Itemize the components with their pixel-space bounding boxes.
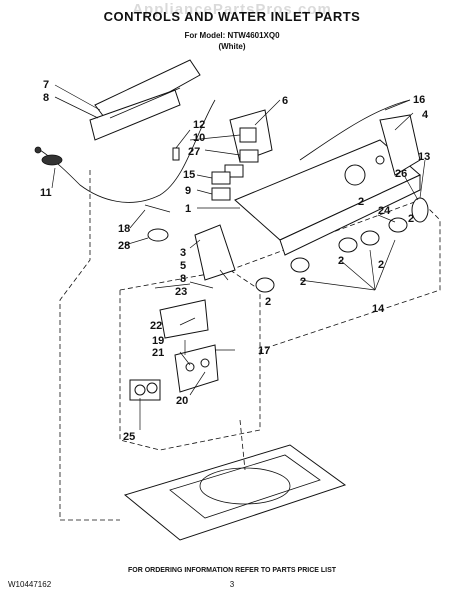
callout-26: 26: [395, 168, 407, 180]
callout-2-c: 2: [338, 255, 344, 267]
endcap-part: [194, 224, 236, 281]
callout-21: 21: [152, 347, 164, 359]
harness-clip-part: [144, 204, 171, 213]
callout-8: 8: [43, 92, 49, 104]
console-front: [279, 174, 421, 256]
watermark: AppliancePartsPros.com: [132, 1, 332, 18]
callout-14: 14: [372, 303, 385, 315]
wire-harness-part: [299, 99, 411, 161]
switch-part: [239, 149, 259, 163]
callout-2-d: 2: [378, 259, 384, 271]
callout-11: 11: [40, 187, 52, 199]
frame-dashed-outline: [59, 170, 120, 521]
valve-body-part: [174, 344, 219, 393]
callout-9: 9: [185, 185, 191, 197]
callout-8-b: 8: [180, 273, 186, 285]
valve-bracket-part: [159, 299, 209, 339]
color-line: (White): [218, 42, 246, 51]
callout-27: 27: [188, 146, 200, 158]
diagram-title: CONTROLS AND WATER INLET PARTS: [103, 9, 361, 24]
callout-2-a: 2: [358, 196, 364, 208]
callout-1: 1: [185, 203, 191, 215]
callout-17: 17: [258, 345, 270, 357]
page-number: 3: [229, 580, 235, 589]
callout-18: 18: [118, 223, 130, 235]
callout-3: 3: [180, 247, 186, 259]
selector-switch-part: [211, 171, 231, 185]
lid-switch-part: [211, 187, 231, 201]
knob-2-d: [360, 230, 380, 246]
knob-2-c: [338, 237, 358, 253]
console-endcap-part: [379, 114, 421, 176]
callout-22: 22: [150, 320, 162, 332]
callout-2-b: 2: [408, 213, 414, 225]
callout-10: 10: [193, 132, 205, 144]
screw-part: [172, 147, 180, 161]
rear-panel-flap: [89, 89, 181, 141]
model-line: For Model: NTW4601XQ0: [184, 31, 280, 40]
callout-6: 6: [282, 95, 288, 107]
power-cord-part: [39, 99, 216, 203]
ordering-info: FOR ORDERING INFORMATION REFER TO PARTS …: [127, 567, 337, 574]
callout-23: 23: [175, 286, 187, 298]
callout-24: 24: [378, 205, 391, 217]
knob-part: [411, 197, 429, 223]
callout-15: 15: [183, 169, 195, 181]
document-number: W10447162: [8, 580, 52, 589]
callout-2-e: 2: [300, 276, 306, 288]
knob-group-outline: [229, 199, 441, 351]
callout-13: 13: [418, 151, 430, 163]
callout-28: 28: [118, 240, 130, 252]
cord-strain-relief: [41, 154, 63, 166]
top-panel-part: [123, 444, 347, 541]
callout-20: 20: [176, 395, 188, 407]
console-dial-window: [344, 164, 366, 186]
callout-16: 16: [413, 94, 425, 106]
strain-relief-part: [147, 228, 169, 242]
callout-7: 7: [43, 79, 49, 91]
callout-4: 4: [422, 109, 429, 121]
callout-2-f: 2: [265, 296, 271, 308]
callout-19: 19: [152, 335, 164, 347]
callout-12: 12: [193, 119, 205, 131]
callout-25: 25: [123, 431, 135, 443]
knob-2-e: [388, 217, 408, 233]
callout-5: 5: [180, 260, 186, 272]
knob-2-a: [255, 277, 275, 293]
lid-opening: [169, 454, 321, 519]
knob-2-b: [290, 257, 310, 273]
